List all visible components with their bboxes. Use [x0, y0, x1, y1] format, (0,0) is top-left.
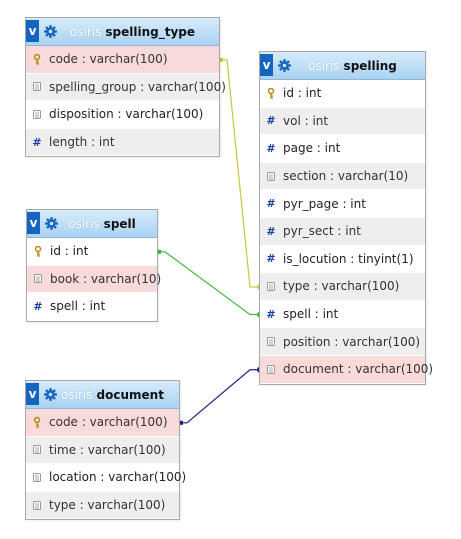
column-name: length : int: [49, 135, 115, 150]
db-name: osiris: [308, 58, 340, 73]
column-row[interactable]: book : varchar(10): [27, 265, 161, 294]
column-row[interactable]: # pyr_sect : int: [260, 217, 425, 246]
column-row[interactable]: id : int: [260, 80, 425, 108]
v-icon[interactable]: v: [26, 20, 39, 42]
column-name: code : varchar(100): [49, 415, 168, 430]
string-icon: [32, 499, 42, 511]
column-name: pyr_page : int: [283, 196, 366, 211]
column-row[interactable]: code : varchar(100): [26, 46, 219, 74]
db-name: osiris: [69, 24, 102, 39]
key-icon: [32, 416, 42, 428]
column-name: spell : int: [283, 307, 339, 322]
v-icon[interactable]: v: [260, 54, 273, 76]
db-name: osiris: [68, 216, 100, 231]
gear-icon[interactable]: [45, 217, 58, 230]
column-row[interactable]: disposition : varchar(100): [26, 101, 219, 129]
column-name: disposition : varchar(100): [49, 107, 204, 122]
hash-icon: #: [266, 141, 276, 155]
column-row[interactable]: # page : int: [260, 135, 425, 163]
column-name: type : varchar(100): [49, 498, 166, 513]
string-icon: [32, 444, 42, 456]
gear-icon[interactable]: [278, 59, 291, 72]
string-icon: [266, 336, 276, 348]
hash-icon: #: [266, 252, 276, 266]
string-icon: [266, 363, 276, 375]
key-icon: [266, 87, 276, 99]
column-name: position : varchar(100): [283, 334, 421, 349]
column-row[interactable]: code : varchar(100): [26, 409, 179, 437]
gear-icon[interactable]: [44, 25, 57, 38]
table-name: spelling_type: [105, 24, 196, 39]
string-icon: [32, 108, 42, 120]
column-name: document : varchar(100): [283, 362, 434, 377]
table-name: spell: [103, 216, 136, 231]
v-icon[interactable]: v: [26, 383, 39, 405]
column-row[interactable]: section : varchar(10): [260, 162, 425, 191]
column-row[interactable]: spelling_group : varchar(100): [26, 73, 226, 102]
column-row[interactable]: # pyr_page : int: [260, 190, 425, 218]
gear-icon[interactable]: [44, 388, 57, 401]
relation-line: [179, 369, 260, 424]
column-row[interactable]: # spell : int: [27, 293, 157, 321]
table-name: document: [96, 387, 164, 402]
column-row[interactable]: id : int: [27, 238, 157, 266]
hash-icon: #: [33, 299, 43, 313]
column-name: code : varchar(100): [49, 52, 168, 67]
column-row[interactable]: # vol : int: [260, 107, 425, 136]
column-name: book : varchar(10): [50, 271, 162, 286]
hash-icon: #: [266, 197, 276, 211]
string-icon: [266, 170, 276, 182]
column-name: pyr_sect : int: [283, 224, 361, 239]
hash-icon: #: [266, 114, 276, 128]
column-row[interactable]: type : varchar(100): [260, 273, 425, 301]
string-icon: [33, 273, 43, 285]
column-row[interactable]: type : varchar(100): [26, 491, 179, 520]
db-name: osiris: [61, 387, 93, 402]
column-row[interactable]: time : varchar(100): [26, 436, 179, 465]
string-icon: [32, 471, 42, 483]
string-icon: [32, 81, 42, 93]
column-name: id : int: [50, 244, 89, 259]
column-row[interactable]: location : varchar(100): [26, 464, 186, 492]
hash-icon: #: [266, 307, 276, 321]
column-name: spell : int: [50, 299, 106, 314]
column-name: id : int: [283, 86, 322, 101]
hash-icon: #: [32, 135, 42, 149]
column-row[interactable]: # spell : int: [260, 300, 425, 329]
key-icon: [32, 53, 42, 65]
key-icon: [33, 245, 43, 257]
column-name: vol : int: [283, 113, 329, 128]
column-name: type : varchar(100): [283, 279, 400, 294]
column-name: is_locution : tinyint(1): [283, 251, 414, 266]
column-row[interactable]: position : varchar(100): [260, 328, 425, 356]
column-row[interactable]: # is_locution : tinyint(1): [260, 245, 425, 274]
table-name: spelling: [343, 58, 397, 73]
column-row[interactable]: document : varchar(100): [260, 355, 433, 384]
hash-icon: #: [266, 224, 276, 238]
column-name: time : varchar(100): [49, 442, 166, 457]
column-name: section : varchar(10): [283, 169, 409, 184]
column-name: spelling_group : varchar(100): [49, 79, 226, 94]
column-name: page : int: [283, 141, 341, 156]
column-row[interactable]: # length : int: [26, 128, 219, 157]
column-name: location : varchar(100): [49, 470, 187, 485]
string-icon: [266, 280, 276, 292]
v-icon[interactable]: v: [27, 212, 40, 234]
relation-line: [157, 251, 260, 316]
